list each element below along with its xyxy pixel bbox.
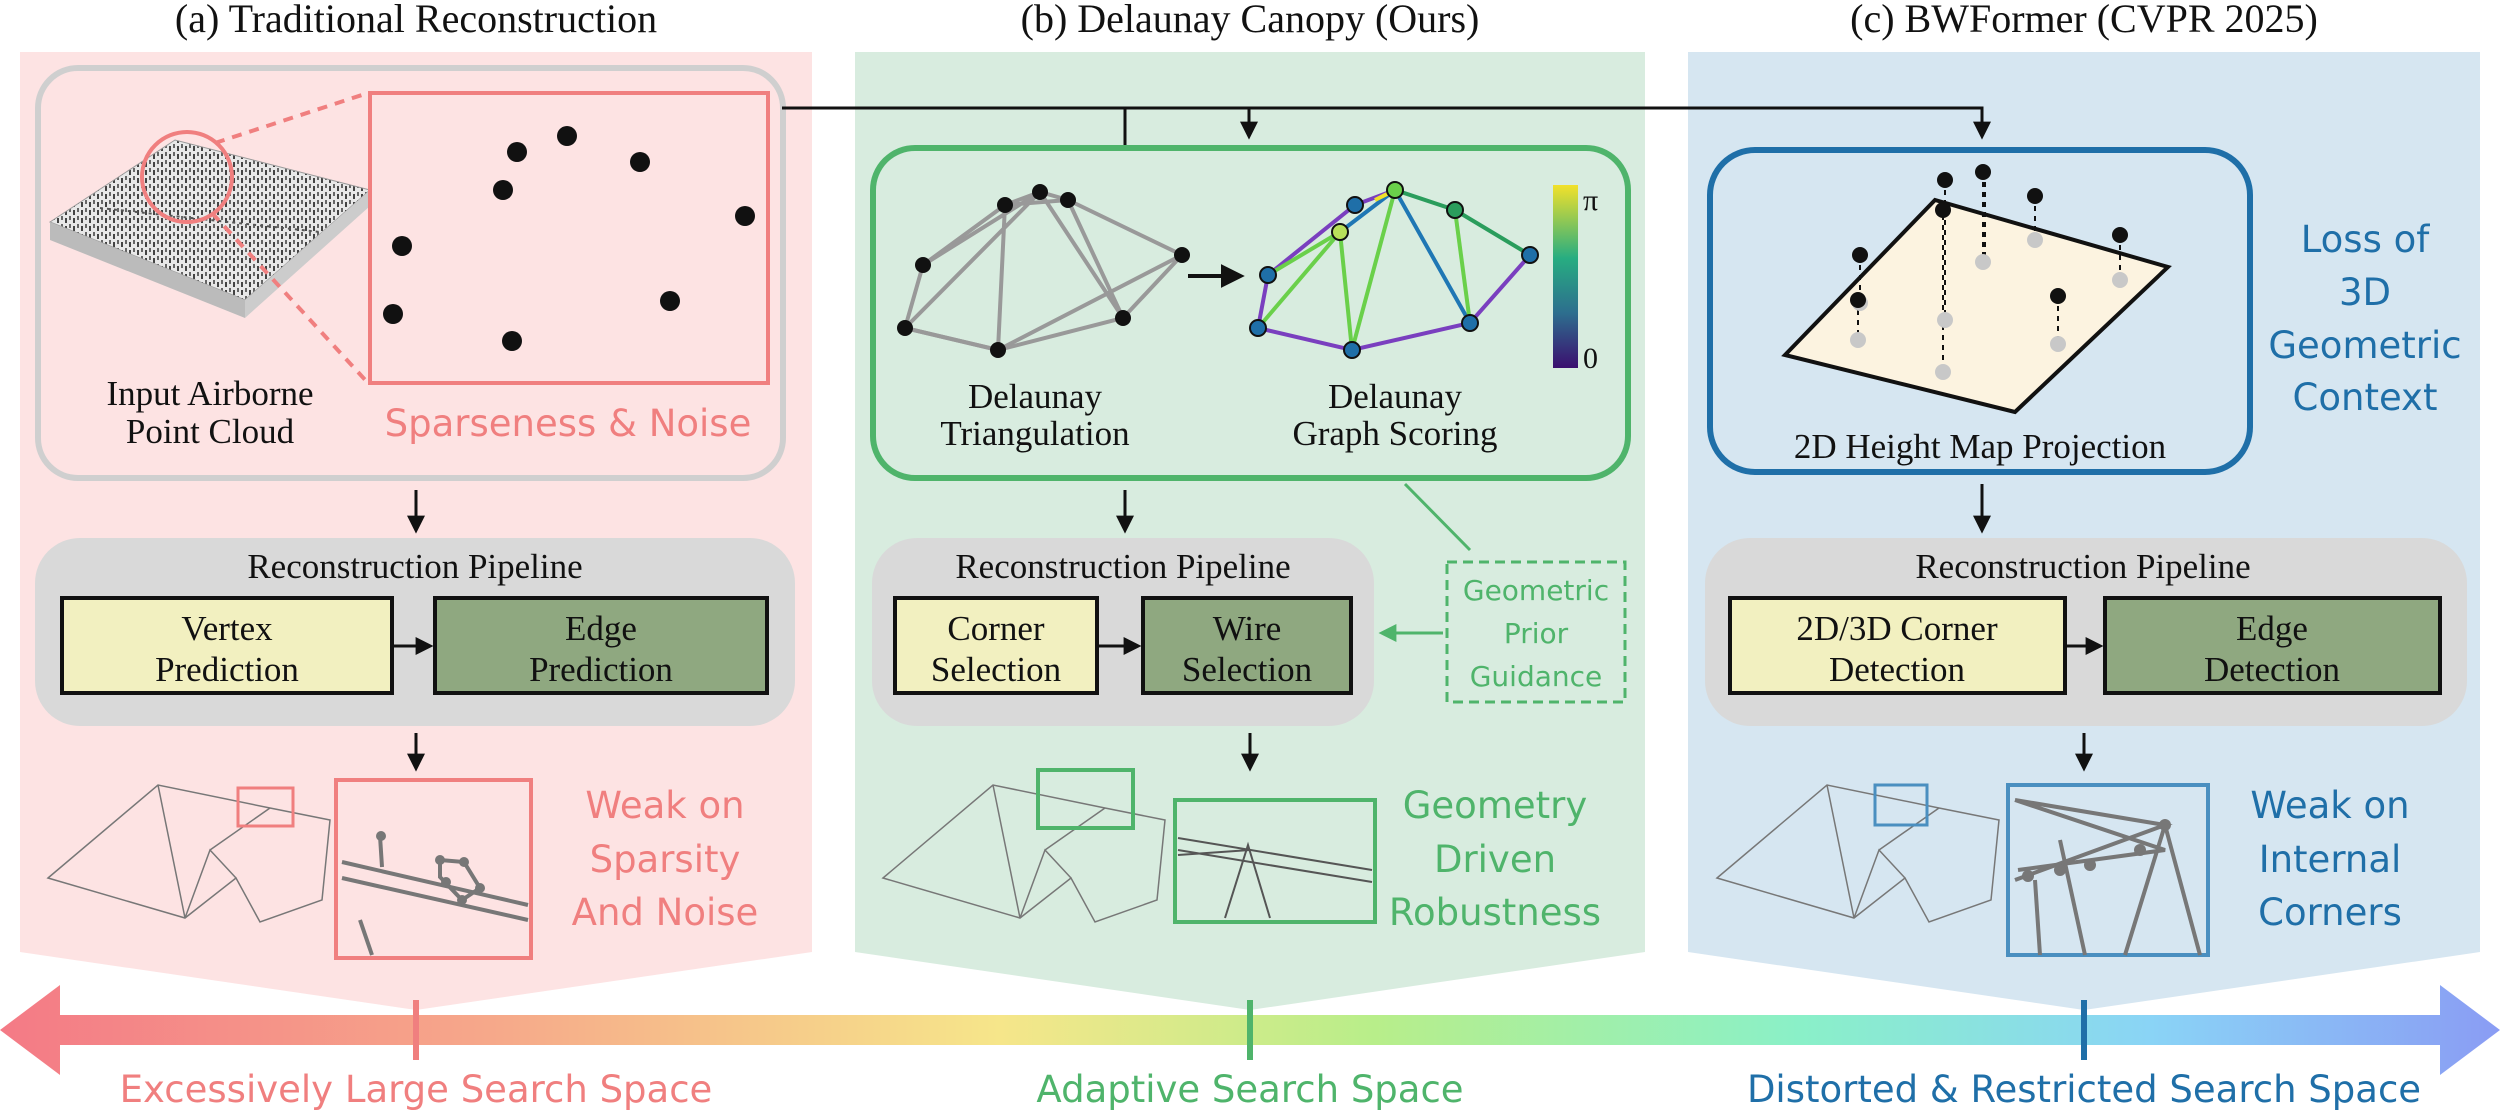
scoring-label-line1: Delaunay (1328, 377, 1463, 416)
vertex-prediction-box (60, 596, 394, 695)
corner-detection-line1: 2D/3D Corner (1796, 609, 1998, 648)
delaunay-triangulation-nodes (897, 184, 1190, 358)
result-c-line2: Internal (2259, 838, 2402, 881)
guidance-connector (1403, 482, 1472, 552)
colorbar (1553, 185, 1578, 368)
triangulation-label-line2: Triangulation (940, 414, 1129, 453)
corner-selection-line1: Corner (947, 609, 1045, 648)
zoom-detail-a-nodes (376, 831, 485, 905)
edge-detection-box (2103, 596, 2442, 695)
wire-selection-line2: Selection (1182, 650, 1312, 689)
zoom-detail-b (1177, 837, 1373, 919)
result-b-line2: Driven (1434, 838, 1556, 881)
wireframe-result-c (1715, 784, 2000, 923)
scoring-label-line2: Graph Scoring (1292, 414, 1497, 453)
wire-selection-line1: Wire (1213, 609, 1282, 648)
guidance-line3: Guidance (1470, 660, 1603, 693)
zoom-circle (140, 130, 234, 224)
result-b-line3: Robustness (1389, 891, 1601, 934)
result-b-line1: Geometry (1403, 784, 1588, 827)
colorbar-max-label: π (1583, 184, 1598, 217)
zoom-line-top (214, 91, 369, 145)
axis-mid-label: Adaptive Search Space (1036, 1068, 1463, 1111)
wireframe-result-b (881, 784, 1166, 923)
zoom-box-small-a (236, 786, 295, 828)
colorbar-min-label: 0 (1583, 342, 1598, 375)
issue-c-line4: Context (2293, 376, 2438, 419)
guidance-box (1445, 560, 1627, 704)
input-label-line1: Input Airborne (106, 374, 313, 413)
panel-c-pipeline-title: Reconstruction Pipeline (1915, 547, 2250, 586)
delaunay-scoring-nodes (1249, 181, 1539, 359)
result-c-line3: Corners (2258, 891, 2402, 934)
panel-b-delaunay-box (870, 145, 1631, 481)
projection-label: 2D Height Map Projection (1794, 427, 2166, 466)
zoom-box-small-b (1036, 768, 1135, 830)
triangulation-label-line1: Delaunay (968, 377, 1103, 416)
connector-a-to-c (782, 106, 1991, 140)
edge-detection-line1: Edge (2236, 609, 2308, 648)
panel-b-pipeline-title: Reconstruction Pipeline (955, 547, 1290, 586)
panel-a-input-box (35, 65, 786, 481)
edge-prediction-line2: Prediction (529, 650, 673, 689)
panel-a-title: (a) Traditional Reconstruction (175, 0, 657, 41)
zoom-box-small-c (1873, 783, 1929, 827)
corner-detection-line2: Detection (1829, 650, 1965, 689)
wireframe-result-a (46, 784, 331, 923)
result-a-line3: And Noise (572, 891, 759, 934)
zoom-detail-c-nodes (2022, 819, 2171, 882)
projection-lines (1857, 172, 2121, 370)
guidance-line2: Prior (1504, 617, 1569, 650)
zoom-box-large-b (1173, 798, 1377, 924)
corner-detection-box (1728, 596, 2067, 695)
vertex-prediction-line1: Vertex (181, 609, 273, 648)
point-cloud-image (48, 139, 372, 318)
issue-sparseness: Sparseness & Noise (385, 402, 752, 445)
result-c-line1: Weak on (2250, 784, 2409, 827)
panel-a-pipeline-title: Reconstruction Pipeline (247, 547, 582, 586)
wire-selection-box (1141, 596, 1353, 695)
height-map-plane (1781, 197, 2172, 415)
axis-right-label: Distorted & Restricted Search Space (1747, 1068, 2421, 1111)
axis-left-label: Excessively Large Search Space (120, 1068, 713, 1111)
zoom-line-bottom (210, 211, 370, 385)
issue-c-line3: Geometric (2268, 324, 2461, 367)
sparse-points (383, 126, 755, 351)
issue-c-line2: 3D (2339, 271, 2391, 314)
corner-selection-line2: Selection (931, 650, 1061, 689)
vertex-prediction-line2: Prediction (155, 650, 299, 689)
original-points (1850, 164, 2128, 308)
panel-c-title: (c) BWFormer (CVPR 2025) (1850, 0, 2318, 41)
result-a-line1: Weak on (585, 784, 744, 827)
input-label-line2: Point Cloud (126, 412, 295, 451)
guidance-line1: Geometric (1463, 574, 1609, 607)
edge-prediction-box (433, 596, 769, 695)
corner-selection-box (893, 596, 1099, 695)
edge-prediction-line1: Edge (565, 609, 637, 648)
result-a-line2: Sparsity (590, 838, 741, 881)
panel-c-projection-box (1707, 147, 2253, 475)
edge-detection-line2: Detection (2204, 650, 2340, 689)
issue-c-line1: Loss of (2301, 218, 2431, 261)
panel-b-title: (b) Delaunay Canopy (Ours) (1021, 0, 1480, 41)
